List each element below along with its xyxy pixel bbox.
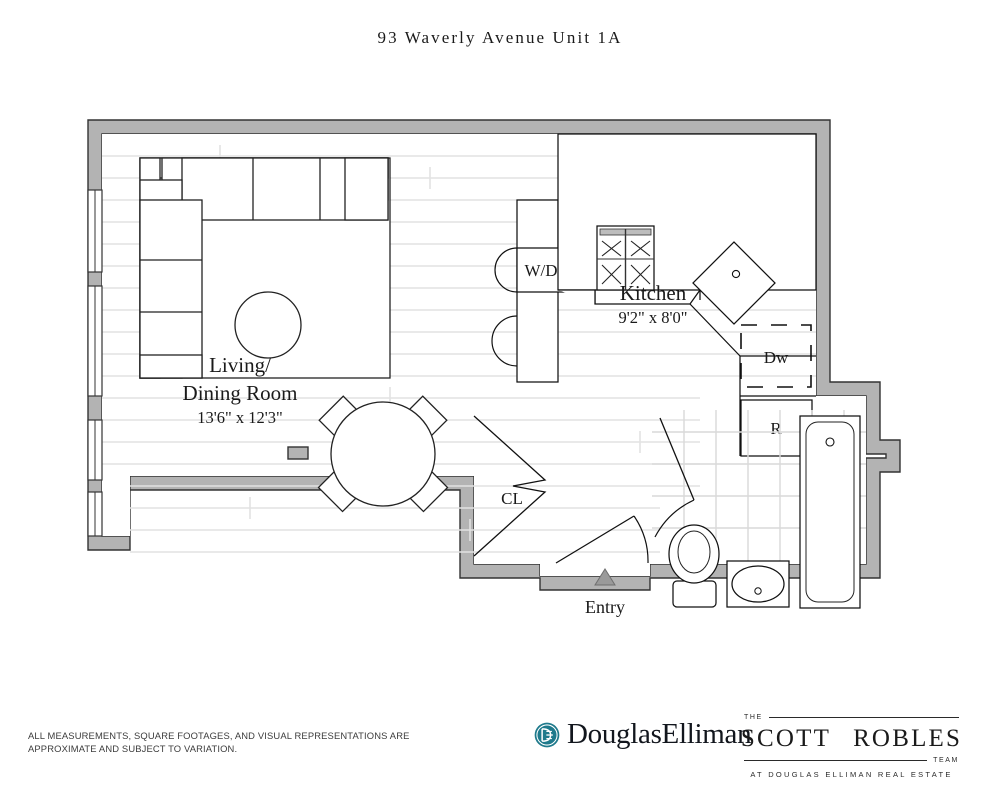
dining-set [317, 395, 449, 513]
team-rule-top [768, 717, 959, 718]
kitchen-cabinet-run [739, 355, 816, 456]
team-name-right: ROBLES [853, 725, 963, 752]
team-name-left: SCOTT [740, 725, 832, 752]
team-team-row: TEAM [744, 755, 959, 766]
kitchen-room-label: Kitchen 9'2" x 8'0" [619, 281, 688, 327]
media-console [287, 446, 309, 460]
dishwasher-label: Dw [764, 348, 789, 367]
entry-marker: Entry [585, 568, 625, 617]
living-room-label-line1: Living/ [209, 353, 271, 377]
closet-cl: CL [473, 415, 547, 557]
vanity-sink [726, 560, 790, 608]
living-room-label-line2: Dining Room [183, 381, 298, 405]
page-title: 93 Waverly Avenue Unit 1A [377, 28, 623, 47]
coffee-table [234, 291, 302, 359]
entry-label: Entry [585, 597, 625, 617]
douglas-elliman-wordmark: DouglasElliman [567, 718, 752, 750]
washer-dryer-label: W/D [524, 261, 557, 280]
washer-dryer-unit [516, 247, 566, 293]
bathroom [652, 410, 866, 609]
bathroom-door [654, 417, 695, 538]
sink-basin [692, 241, 776, 325]
team-the-row: THE [744, 712, 959, 723]
team-tagline: AT DOUGLAS ELLIMAN REAL ESTATE [750, 770, 953, 779]
douglas-elliman-monogram-icon [534, 722, 560, 747]
team-the-label: THE [744, 714, 763, 721]
sectional-sofa [139, 157, 389, 379]
wd-door-arc-upper [494, 247, 518, 293]
toilet [668, 524, 720, 608]
sink-drain [731, 269, 741, 279]
scott-robles-team-logo: THE SCOTT ROBLES TEAM AT DOUGLAS ELLIMAN… [740, 712, 963, 779]
window-group-left [87, 189, 103, 537]
living-dining-room-label: Living/ Dining Room 13'6" x 12'3" [183, 353, 298, 427]
kitchen-peninsula: W/D [491, 199, 566, 383]
team-names-row: SCOTT ROBLES [740, 724, 963, 754]
team-team-label: TEAM [933, 757, 959, 764]
kitchen-label: Kitchen [620, 281, 687, 305]
bathtub [799, 415, 861, 609]
douglas-elliman-logo: DouglasElliman [534, 718, 752, 751]
team-rule-bottom [744, 760, 928, 761]
kitchen-dims: 9'2" x 8'0" [619, 308, 688, 327]
footer: ALL MEASUREMENTS, SQUARE FOOTAGES, AND V… [0, 690, 1000, 800]
dining-chairs [317, 395, 449, 513]
entry-door [555, 515, 649, 564]
dining-table [330, 401, 436, 507]
dishwasher-unit: Dw [740, 324, 812, 388]
disclaimer-text: ALL MEASUREMENTS, SQUARE FOOTAGES, AND V… [28, 730, 410, 754]
wd-door-arc-lower [491, 315, 518, 367]
range-stove [596, 225, 655, 291]
floorplan-drawing: W/D [87, 119, 901, 617]
closet-bifold-doors [473, 415, 547, 557]
kitchen-sink-corner [689, 241, 776, 357]
closet-label: CL [501, 489, 523, 508]
living-room-dims: 13'6" x 12'3" [197, 408, 282, 427]
